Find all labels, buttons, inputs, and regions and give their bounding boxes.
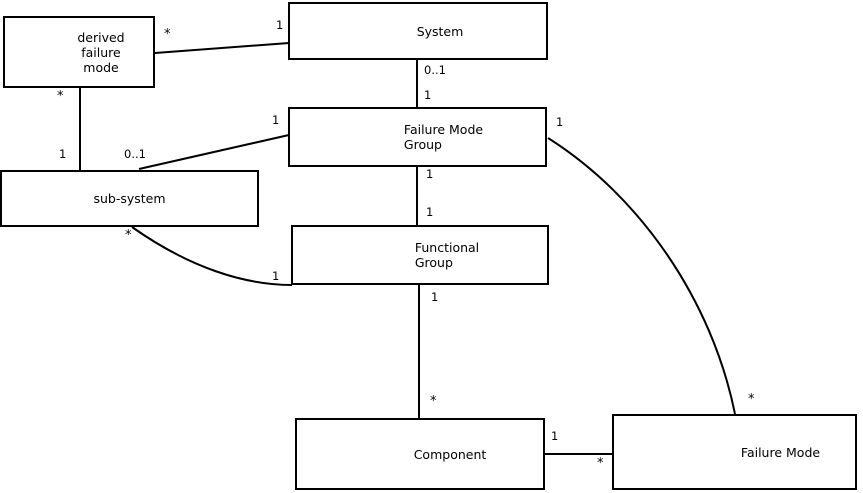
class-box-component[interactable]: Component: [295, 418, 545, 490]
connector-sub-system-to-functional-group: [131, 226, 293, 286]
multiplicity-derived-failure-mode-to-sub-system-target: 1: [59, 147, 67, 161]
class-box-label: Functional Group: [414, 240, 480, 270]
multiplicity-failure-mode-group-to-functional-group-source: 1: [426, 167, 434, 181]
multiplicity-component-to-failure-mode-source: 1: [551, 429, 559, 443]
class-box-label: Failure Mode Group: [403, 122, 484, 152]
class-box-label: Component: [413, 446, 487, 462]
multiplicity-failure-mode-group-to-functional-group-target: 1: [426, 205, 434, 219]
class-box-label: derived failure mode: [77, 29, 125, 75]
class-box-derived-failure-mode[interactable]: derived failure mode: [3, 16, 155, 88]
multiplicity-functional-group-to-component-source: 1: [431, 290, 439, 304]
multiplicity-sub-system-to-functional-group-target: 1: [272, 269, 280, 283]
connector-failure-mode-group-to-failure-mode: [547, 137, 736, 415]
class-box-label: Failure Mode: [740, 444, 821, 460]
class-box-failure-mode-group[interactable]: Failure Mode Group: [288, 107, 547, 167]
connector-derived-failure-mode-to-system: [154, 42, 290, 54]
multiplicity-system-to-failure-mode-group-target: 1: [424, 88, 432, 102]
multiplicity-derived-failure-mode-to-sub-system-source: *: [57, 89, 64, 104]
class-box-system[interactable]: System: [288, 2, 548, 60]
class-box-label: sub-system: [93, 191, 166, 206]
multiplicity-sub-system-to-failure-mode-group-target: 1: [272, 113, 280, 127]
multiplicity-sub-system-to-functional-group-source: *: [125, 228, 132, 243]
multiplicity-functional-group-to-component-target: *: [430, 394, 437, 409]
class-box-label: System: [416, 23, 464, 39]
multiplicity-system-to-failure-mode-group-source: 0..1: [424, 63, 446, 77]
multiplicity-derived-failure-mode-to-system-source: *: [164, 27, 171, 42]
multiplicity-sub-system-to-failure-mode-group-source: 0..1: [124, 147, 146, 161]
multiplicity-component-to-failure-mode-target: *: [597, 456, 604, 471]
class-box-failure-mode[interactable]: Failure Mode: [612, 414, 857, 490]
class-box-sub-system[interactable]: sub-system: [0, 170, 259, 227]
multiplicity-derived-failure-mode-to-system-target: 1: [276, 18, 284, 32]
multiplicity-failure-mode-group-to-failure-mode-source: 1: [556, 115, 564, 129]
connector-sub-system-to-failure-mode-group: [138, 134, 290, 170]
class-box-functional-group[interactable]: Functional Group: [291, 225, 549, 285]
multiplicity-failure-mode-group-to-failure-mode-target: *: [748, 392, 755, 407]
